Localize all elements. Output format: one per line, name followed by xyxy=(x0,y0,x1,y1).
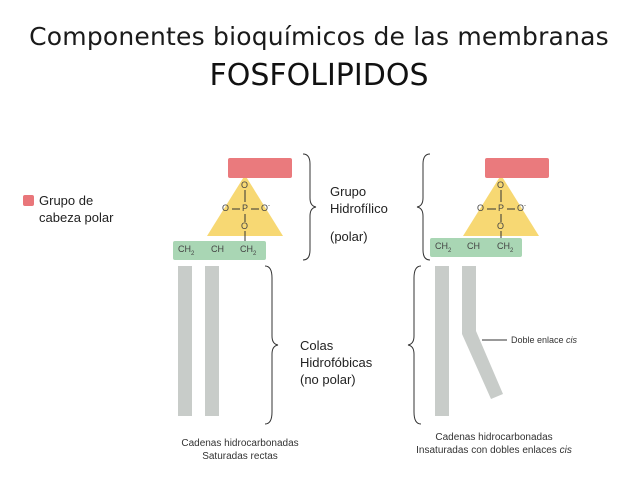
brace-hydrophilic-left xyxy=(302,153,317,261)
right-oxygen-right: O- xyxy=(517,203,527,213)
left-oxygen-bottom: O xyxy=(241,221,249,231)
right-ch2-2: CH2 xyxy=(497,241,514,254)
left-ch: CH xyxy=(211,244,224,254)
left-head-group xyxy=(228,158,292,178)
left-oxygen-right: O- xyxy=(261,203,271,213)
right-ch2-1: CH2 xyxy=(435,241,452,254)
left-saturated-tail-1 xyxy=(178,266,192,416)
right-straight-tail xyxy=(435,266,449,416)
legend-swatch xyxy=(23,195,34,206)
brace-hydrophilic-right xyxy=(416,153,431,261)
right-phosphate-triangle xyxy=(463,175,539,236)
left-phosphorus: P xyxy=(242,203,249,213)
polar-label: (polar) xyxy=(330,229,368,244)
right-glycerol-backbone xyxy=(430,238,522,257)
double-bond-label: Doble enlace cis xyxy=(511,335,578,345)
left-saturated-tail-2 xyxy=(205,266,219,416)
right-head-group xyxy=(485,158,549,178)
right-ch: CH xyxy=(467,241,480,251)
left-ch2-2: CH2 xyxy=(240,244,257,257)
right-oxygen-top: O xyxy=(497,180,505,190)
right-oxygen-bottom: O xyxy=(497,221,505,231)
right-oxygen-left: O xyxy=(477,203,485,213)
left-oxygen-top: O xyxy=(241,180,249,190)
left-oxygen-left: O xyxy=(222,203,230,213)
left-glycerol-backbone xyxy=(173,241,266,260)
bent-tail xyxy=(462,266,503,399)
hydrophobic-label: Colas Hidrofóbicas (no polar) xyxy=(300,338,373,387)
brace-hydrophobic-left xyxy=(264,265,279,425)
slide-subtitle: FOSFOLIPIDOS xyxy=(209,58,429,93)
hydrophilic-label: Grupo Hidrofílico xyxy=(330,184,388,216)
left-ch2-1: CH2 xyxy=(178,244,195,257)
slide-title: Componentes bioquímicos de las membranas xyxy=(29,22,609,51)
legend-label: Grupo de cabeza polar xyxy=(39,193,114,225)
brace-hydrophobic-right xyxy=(407,265,422,425)
left-phosphate-triangle xyxy=(207,175,283,236)
right-phosphorus: P xyxy=(498,203,505,213)
